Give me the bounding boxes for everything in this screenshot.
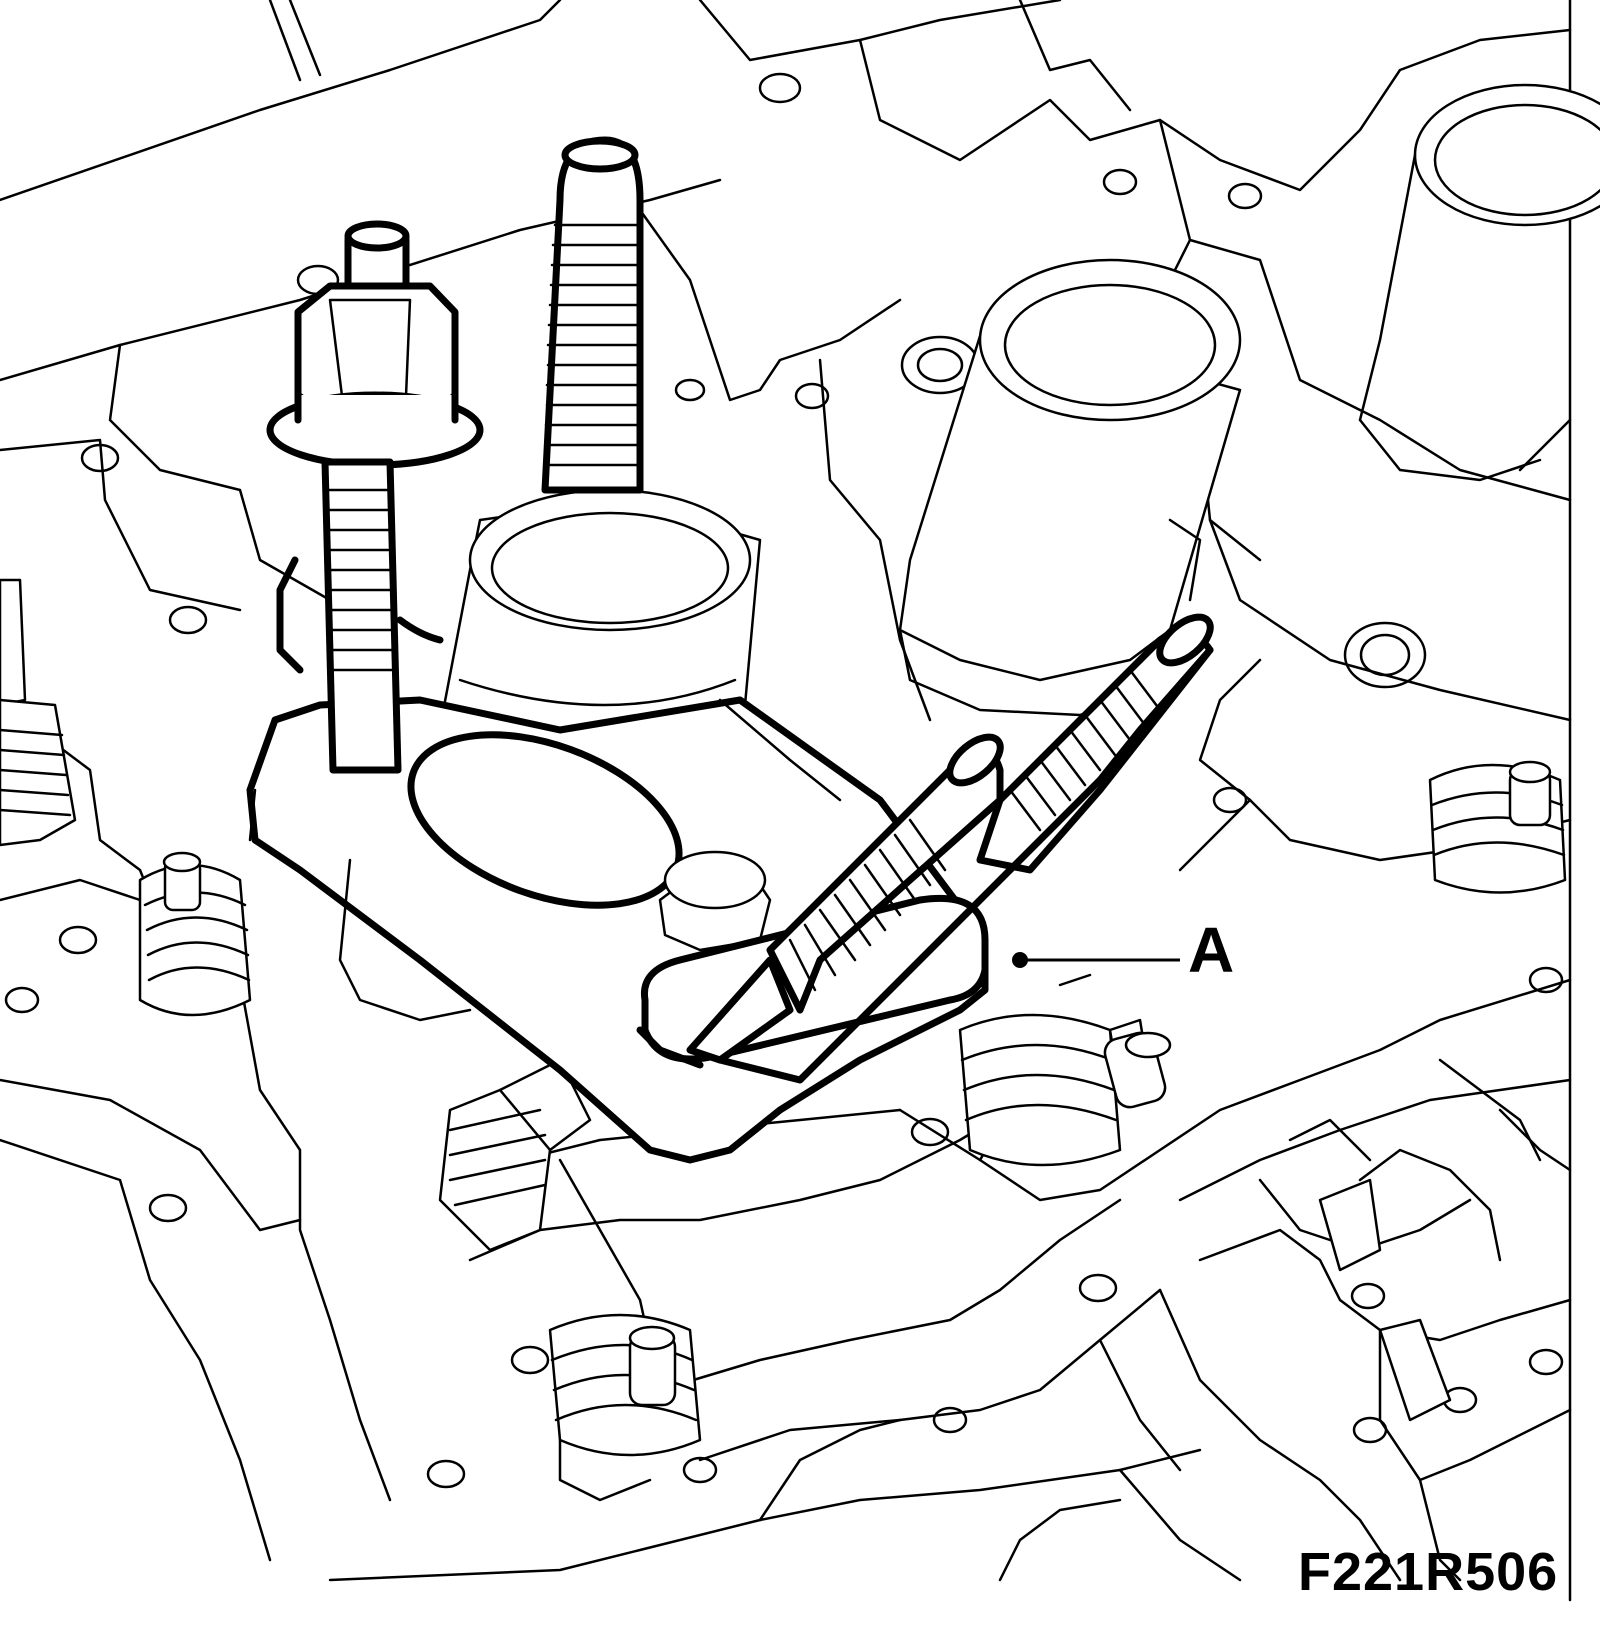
valve-spring-bottom (548, 1313, 702, 1502)
callout-a-leader (1012, 952, 1180, 987)
valve-spring-center (958, 1013, 1172, 1167)
lower-left-spring (438, 1058, 592, 1252)
hex-nut-under-plate (658, 850, 772, 952)
angled-stud-front (686, 733, 1004, 1064)
valve-guide-sleeve-right (1358, 83, 1600, 482)
plate-bracket (276, 556, 842, 802)
angled-stud-rear (636, 613, 1214, 1084)
callout-label-a: A (1188, 914, 1235, 986)
valve-spring-left (138, 851, 252, 1017)
casting-holes (4, 72, 1564, 1489)
tall-threaded-stud (541, 136, 644, 494)
stud-with-nut (266, 220, 484, 774)
valve-spring-right (1428, 760, 1567, 894)
valve-guide-sleeve-center (898, 258, 1242, 717)
valve-stem-lower-right (1288, 1058, 1542, 1422)
left-edge-stud (0, 578, 77, 847)
figure-code: F221R506 (1298, 1542, 1559, 1602)
